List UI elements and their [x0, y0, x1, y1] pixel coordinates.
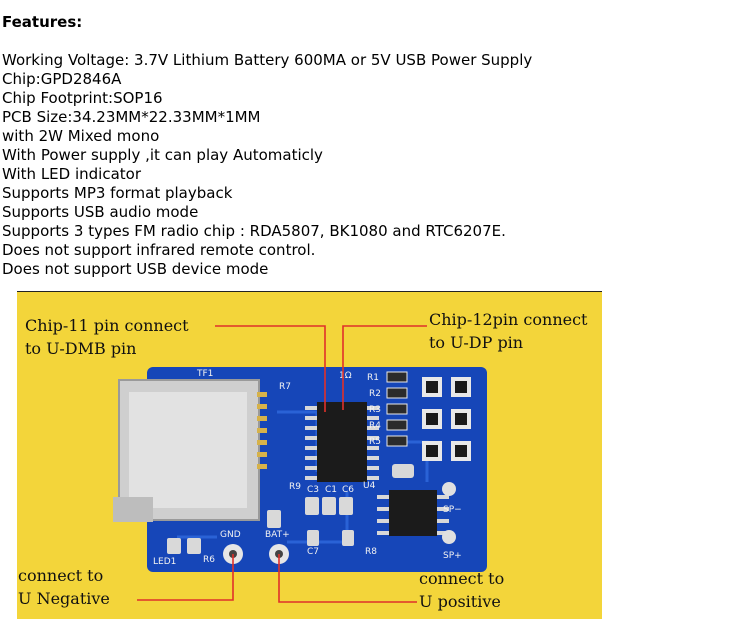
sp-plus-pad — [442, 530, 456, 544]
silk-sp-plus: SP+ — [443, 551, 462, 561]
feature-item: PCB Size:34.23MM*22.33MM*1MM — [2, 108, 261, 126]
feature-item: Does not support USB device mode — [2, 260, 269, 278]
silk-r6: R6 — [203, 555, 215, 565]
silk-c3: C3 — [307, 485, 319, 495]
annotation-chip12-line1: Chip-12pin connect — [429, 310, 588, 329]
annotation-chip11-line1: Chip-11 pin connect — [25, 316, 189, 335]
annotation-pos-line2: U positive — [419, 592, 501, 611]
feature-item: Supports 3 types FM radio chip : RDA5807… — [2, 222, 506, 240]
amplifier-chip — [377, 490, 449, 536]
silk-led1: LED1 — [153, 557, 176, 567]
feature-item: Supports USB audio mode — [2, 203, 199, 221]
silk-c1: C1 — [325, 485, 337, 495]
capacitor-row — [167, 497, 354, 554]
silk-r5: R5 — [369, 437, 381, 447]
feature-item: with 2W Mixed mono — [2, 127, 160, 145]
silk-u4: U4 — [363, 481, 376, 491]
silk-r2: R2 — [369, 389, 381, 399]
feature-item: Chip:GPD2846A — [2, 70, 122, 88]
silk-r8: R8 — [365, 547, 377, 557]
features-heading: Features: — [2, 13, 83, 31]
silk-r7: R7 — [279, 382, 291, 392]
feature-item: Supports MP3 format playback — [2, 184, 233, 202]
pcb-illustration: TF1 R7 1Ω R1 R2 R3 R4 R5 C3 C1 C6 U4 R9 … — [113, 325, 487, 603]
silk-r1-top: 1Ω — [339, 371, 352, 381]
feature-item: Working Voltage: 3.7V Lithium Battery 60… — [2, 51, 533, 69]
feature-item: With LED indicator — [2, 165, 142, 183]
annotation-neg-line1: connect to — [18, 566, 104, 585]
features-list: Working Voltage: 3.7V Lithium Battery 60… — [2, 51, 532, 279]
sd-card-slot — [113, 379, 267, 522]
silk-sp-minus: SP− — [443, 505, 462, 515]
silk-bat: BAT+ — [265, 530, 290, 540]
square-pads — [422, 377, 471, 461]
annotation-lines — [137, 325, 427, 603]
resistor-array — [386, 371, 414, 478]
silk-r3: R3 — [369, 405, 381, 415]
annotation-chip12-line2: to U-DP pin — [429, 333, 524, 352]
silk-tf1: TF1 — [196, 369, 213, 379]
silk-r1: R1 — [367, 373, 379, 383]
feature-item: Chip Footprint:SOP16 — [2, 89, 163, 107]
annotation-chip11-line2: to U-DMB pin — [25, 339, 137, 358]
feature-item: With Power supply ,it can play Automatic… — [2, 146, 323, 164]
feature-item: Does not support infrared remote control… — [2, 241, 316, 259]
annotation-pos-line1: connect to — [419, 569, 505, 588]
pcb-photo: TF1 R7 1Ω R1 R2 R3 R4 R5 C3 C1 C6 U4 R9 … — [17, 291, 602, 619]
silk-c6: C6 — [342, 485, 354, 495]
silk-r4: R4 — [369, 421, 381, 431]
silk-gnd: GND — [220, 530, 241, 540]
annotation-neg-line2: U Negative — [18, 589, 110, 608]
silk-c7: C7 — [307, 547, 319, 557]
main-chip — [305, 402, 379, 482]
sp-minus-pad — [442, 482, 456, 496]
silk-r9: R9 — [289, 482, 301, 492]
